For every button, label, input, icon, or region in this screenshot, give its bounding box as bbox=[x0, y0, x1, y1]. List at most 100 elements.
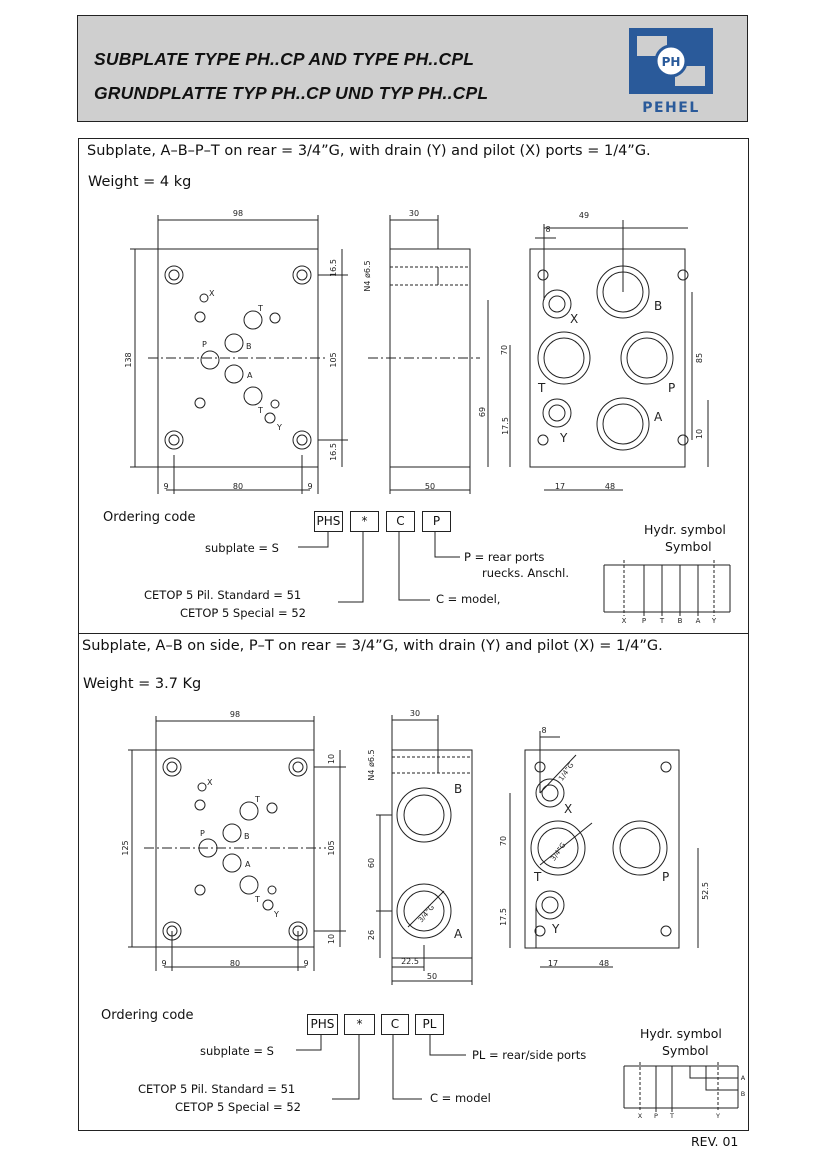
section1-rear-ports: P = rear ports bbox=[464, 550, 545, 564]
svg-text:Y: Y bbox=[273, 910, 279, 919]
section2-cetop-special: CETOP 5 Special = 52 bbox=[175, 1100, 301, 1114]
section1-description: Subplate, A–B–P–T on rear = 3/4”G, with … bbox=[87, 143, 651, 159]
svg-text:50: 50 bbox=[427, 972, 437, 981]
svg-text:T: T bbox=[533, 870, 542, 884]
svg-text:T: T bbox=[669, 1112, 674, 1120]
svg-text:X: X bbox=[622, 617, 627, 625]
section2-description: Subplate, A–B on side, P–T on rear = 3/4… bbox=[82, 638, 663, 654]
svg-text:9: 9 bbox=[303, 959, 308, 968]
svg-text:Y: Y bbox=[559, 431, 568, 445]
section1-symbol-title: Hydr. symbol bbox=[644, 522, 726, 537]
svg-text:P: P bbox=[642, 617, 646, 625]
section2-symbol-subtitle: Symbol bbox=[662, 1043, 709, 1058]
svg-text:T: T bbox=[254, 895, 260, 904]
svg-text:60: 60 bbox=[367, 858, 376, 868]
section1-code-box-phs: PHS bbox=[314, 511, 343, 532]
svg-text:X: X bbox=[207, 778, 213, 787]
svg-text:A: A bbox=[247, 371, 253, 380]
section1-code-box-star: * bbox=[350, 511, 379, 532]
svg-text:T: T bbox=[537, 381, 546, 395]
svg-text:138: 138 bbox=[124, 352, 133, 367]
svg-text:P: P bbox=[202, 340, 207, 349]
svg-text:Y: Y bbox=[276, 423, 282, 432]
section1-rear-view: 49 8 70 85 69 17.5 10 17 48 X B T P Y A bbox=[478, 211, 709, 491]
svg-text:A: A bbox=[245, 860, 251, 869]
svg-text:Y: Y bbox=[551, 922, 560, 936]
svg-text:9: 9 bbox=[307, 482, 312, 491]
svg-text:98: 98 bbox=[230, 710, 240, 719]
svg-text:17: 17 bbox=[548, 959, 558, 968]
svg-text:70: 70 bbox=[499, 836, 508, 846]
svg-text:P: P bbox=[654, 1112, 658, 1120]
svg-text:80: 80 bbox=[233, 482, 243, 491]
section2-code-box-c: C bbox=[381, 1014, 409, 1035]
svg-text:69: 69 bbox=[478, 407, 487, 417]
section1-code-leaders bbox=[298, 531, 460, 603]
title-english: SUBPLATE TYPE PH..CP AND TYPE PH..CPL bbox=[94, 49, 475, 69]
svg-text:17.5: 17.5 bbox=[499, 908, 508, 926]
section1-code-box-p: P bbox=[422, 511, 451, 532]
svg-text:9: 9 bbox=[163, 482, 168, 491]
section2-weight: Weight = 3.7 Kg bbox=[83, 676, 202, 692]
svg-text:3/4”G: 3/4”G bbox=[549, 841, 567, 862]
svg-text:P: P bbox=[662, 870, 669, 884]
section2-symbol-title: Hydr. symbol bbox=[640, 1026, 722, 1041]
svg-text:A: A bbox=[696, 617, 701, 625]
svg-text:48: 48 bbox=[605, 482, 615, 491]
svg-text:9: 9 bbox=[161, 959, 166, 968]
section1-code-box-c: C bbox=[386, 511, 415, 532]
svg-text:16.5: 16.5 bbox=[329, 443, 338, 461]
svg-text:T: T bbox=[659, 617, 665, 625]
section1-symbol-subtitle: Symbol bbox=[665, 539, 712, 554]
section1-ordering-title: Ordering code bbox=[103, 510, 196, 525]
svg-text:8: 8 bbox=[545, 225, 550, 234]
svg-text:8: 8 bbox=[541, 726, 546, 735]
svg-text:N4 ø6.5: N4 ø6.5 bbox=[367, 749, 376, 780]
svg-text:X: X bbox=[570, 312, 578, 326]
logo-mark: PH bbox=[662, 55, 681, 69]
svg-text:10: 10 bbox=[327, 754, 336, 764]
section2-front-view: 98 10 105 10 125 9 80 9 X T P B A T Y bbox=[121, 710, 346, 971]
revision-label: REV. 01 bbox=[691, 1134, 739, 1149]
brand-name: PEHEL bbox=[642, 100, 700, 116]
svg-text:A: A bbox=[654, 410, 663, 424]
section1-model-note: C = model, bbox=[436, 592, 501, 606]
svg-text:52.5: 52.5 bbox=[701, 882, 710, 900]
section1-cetop-special: CETOP 5 Special = 52 bbox=[180, 606, 306, 620]
svg-text:Y: Y bbox=[711, 617, 717, 625]
header-banner: SUBPLATE TYPE PH..CP AND TYPE PH..CPL GR… bbox=[77, 15, 748, 122]
svg-text:B: B bbox=[678, 617, 683, 625]
section2-code-box-pl: PL bbox=[415, 1014, 444, 1035]
svg-text:48: 48 bbox=[599, 959, 609, 968]
section1-hydraulic-symbol: X P T B A Y bbox=[603, 560, 731, 625]
section2-rear-side-ports: PL = rear/side ports bbox=[472, 1048, 587, 1062]
svg-text:B: B bbox=[741, 1090, 745, 1098]
svg-text:17.5: 17.5 bbox=[501, 417, 510, 435]
svg-text:10: 10 bbox=[695, 429, 704, 439]
section2-hydraulic-symbol: X P T Y A B bbox=[623, 1062, 746, 1120]
svg-text:16.5: 16.5 bbox=[329, 259, 338, 277]
svg-text:N4 ø6.5: N4 ø6.5 bbox=[363, 260, 372, 291]
svg-text:A: A bbox=[741, 1074, 746, 1082]
svg-text:125: 125 bbox=[121, 840, 130, 855]
svg-text:49: 49 bbox=[579, 211, 589, 220]
section-divider bbox=[78, 633, 749, 634]
section1-weight: Weight = 4 kg bbox=[88, 174, 192, 190]
section1-side-view: 30 50 N4 ø6.5 bbox=[363, 209, 480, 494]
section2-subplate-note: subplate = S bbox=[200, 1044, 274, 1058]
section2-code-leaders bbox=[296, 1034, 466, 1100]
svg-text:P: P bbox=[668, 381, 675, 395]
svg-text:X: X bbox=[638, 1112, 643, 1120]
svg-text:17: 17 bbox=[555, 482, 565, 491]
svg-text:Y: Y bbox=[715, 1112, 720, 1120]
svg-text:22.5: 22.5 bbox=[401, 957, 419, 966]
svg-text:A: A bbox=[454, 927, 463, 941]
section2-ordering-title: Ordering code bbox=[101, 1008, 194, 1023]
section2-code-box-phs: PHS bbox=[307, 1014, 338, 1035]
svg-text:T: T bbox=[257, 406, 263, 415]
svg-text:50: 50 bbox=[425, 482, 435, 491]
section2-model-note: C = model bbox=[430, 1091, 491, 1105]
svg-text:70: 70 bbox=[500, 345, 509, 355]
title-german: GRUNDPLATTE TYP PH..CP UND TYP PH..CPL bbox=[94, 83, 489, 103]
svg-text:80: 80 bbox=[230, 959, 240, 968]
